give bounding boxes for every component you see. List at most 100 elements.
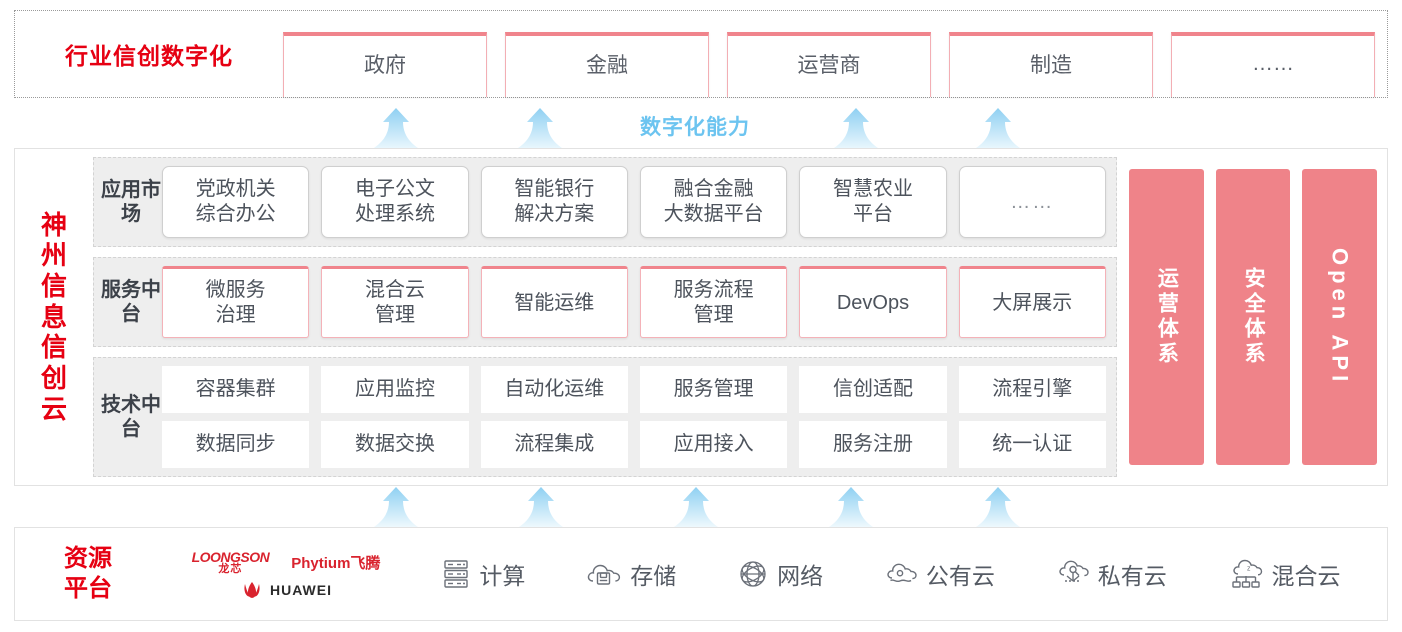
arrow-up-icon [828, 487, 874, 527]
loongson-logo-cn: 龙芯 [218, 562, 243, 575]
resource-item-compute[interactable]: 计算 [441, 557, 525, 591]
industry-card-list: 政府 金融 运营商 制造 …… [283, 11, 1387, 97]
tile-more[interactable]: …… [958, 166, 1106, 238]
service-platform-tiles: 微服务 治理 混合云 管理 智能运维 [162, 258, 1106, 346]
hybrid-cloud-icon: z [1228, 558, 1264, 590]
tile-smart-bank-solution[interactable]: 智能银行 解决方案 [480, 166, 628, 238]
server-rack-icon [441, 558, 471, 590]
private-cloud-icon [1056, 558, 1090, 590]
resource-platform-band: 资源 平台 LOONGSON 龙芯 Phytium飞腾 [14, 527, 1388, 621]
arrow-up-icon [833, 108, 879, 148]
cloud-layer-stack: 应用市场 党政机关 综合办公 电子公文 处理系统 [93, 157, 1117, 477]
tile-application-access[interactable]: 应用接入 [639, 421, 788, 468]
public-cloud-icon [884, 559, 918, 589]
cloud-storage-icon [586, 559, 622, 589]
resource-item-label: 网络 [777, 563, 824, 589]
tile-service-registry[interactable]: 服务注册 [799, 421, 947, 468]
tile-line-1: 党政机关 [195, 178, 276, 200]
tile-line-2: 解决方案 [514, 203, 595, 225]
industry-card-more[interactable]: …… [1171, 32, 1375, 97]
layer-technology-middle-platform: 技术中台 容器集群 应用监控 自动化运维 服务管理 信创适配 流程引擎 数据同步 [93, 357, 1117, 477]
svg-text:z: z [1247, 566, 1251, 573]
tile-intelligent-operations[interactable]: 智能运维 [480, 266, 628, 338]
tile-dashboard-display[interactable]: 大屏展示 [958, 266, 1106, 338]
tile-container-cluster[interactable]: 容器集群 [162, 366, 310, 413]
industry-card-telecom[interactable]: 运营商 [727, 32, 931, 97]
tile-unified-authentication[interactable]: 统一认证 [958, 421, 1106, 468]
tile-process-engine[interactable]: 流程引擎 [958, 366, 1106, 413]
cloud-side-bars: 运营体系 安全体系 Open API [1127, 157, 1378, 477]
tile-line-2: 处理系统 [354, 203, 435, 225]
side-bar-open-api[interactable]: Open API [1302, 169, 1378, 465]
arrow-up-icon [975, 108, 1021, 148]
cloud-title-char: 云 [40, 393, 67, 424]
layer-application-market: 应用市场 党政机关 综合办公 电子公文 处理系统 [93, 157, 1117, 247]
resource-item-network[interactable]: 网络 [737, 557, 823, 591]
industry-band-title: 行业信创数字化 [65, 43, 233, 69]
tile-xinchuang-adaptation[interactable]: 信创适配 [799, 366, 947, 413]
layer-label-technology-middle-platform: 技术中台 [101, 394, 161, 440]
arrow-up-icon [517, 108, 563, 148]
resource-item-hybrid-cloud[interactable]: z 混合云 [1228, 557, 1341, 591]
tile-line-2: 管理 [374, 304, 415, 326]
cloud-title-char: 信 [40, 332, 67, 363]
resource-item-label: 混合云 [1271, 563, 1341, 589]
tile-government-office[interactable]: 党政机关 综合办公 [162, 166, 310, 238]
tile-line-2: 平台 [852, 203, 893, 225]
network-globe-icon [737, 558, 769, 590]
tile-devops[interactable]: DevOps [799, 266, 947, 338]
cloud-title-char: 州 [40, 240, 67, 271]
technology-tile-row: 数据同步 数据交换 流程集成 应用接入 服务注册 统一认证 [162, 421, 1106, 468]
cloud-title-char: 信 [40, 270, 67, 301]
tile-line-1: …… [1010, 190, 1055, 213]
resource-item-storage[interactable]: 存储 [586, 557, 676, 591]
side-bar-label: Open API [1327, 247, 1353, 387]
cloud-platform-title: 神 州 信 息 信 创 云 [15, 149, 93, 485]
huawei-petal-icon [240, 581, 264, 599]
loongson-logo: LOONGSON 龙芯 [192, 550, 270, 575]
tile-line-1: 混合云 [364, 279, 425, 301]
huawei-logo-text: HUAWEI [270, 581, 332, 598]
capability-arrow-band: 数字化能力 [0, 100, 1402, 148]
cloud-title-char: 神 [40, 209, 67, 240]
industry-card-manufacturing[interactable]: 制造 [949, 32, 1153, 97]
resource-item-label: 计算 [479, 563, 526, 589]
tile-automated-operations[interactable]: 自动化运维 [480, 366, 628, 413]
cloud-platform-card: 神 州 信 息 信 创 云 应用市场 党政机关 综合办公 [14, 148, 1388, 486]
tile-microservice-governance[interactable]: 微服务 治理 [162, 266, 310, 338]
tile-data-sync[interactable]: 数据同步 [162, 421, 310, 468]
side-bar-operations-system[interactable]: 运营体系 [1129, 169, 1204, 465]
tile-line-2: 大数据平台 [663, 203, 764, 225]
cloud-title-char: 创 [40, 363, 67, 393]
tile-line-1: 服务流程 [673, 279, 754, 301]
industry-card-government[interactable]: 政府 [283, 32, 487, 97]
tile-fintech-bigdata-platform[interactable]: 融合金融 大数据平台 [639, 166, 788, 238]
tile-application-monitoring[interactable]: 应用监控 [321, 366, 469, 413]
tile-service-management[interactable]: 服务管理 [639, 366, 788, 413]
vendor-logo-row: LOONGSON 龙芯 Phytium飞腾 [192, 550, 381, 575]
tile-line-2: 综合办公 [195, 203, 276, 225]
resource-title-line-2: 平台 [64, 575, 112, 602]
tile-service-process-management[interactable]: 服务流程 管理 [639, 266, 788, 338]
arrow-up-icon [373, 108, 419, 148]
application-market-tiles: 党政机关 综合办公 电子公文 处理系统 智能银行 [162, 158, 1106, 246]
resource-item-public-cloud[interactable]: 公有云 [884, 557, 995, 591]
resource-item-private-cloud[interactable]: 私有云 [1056, 557, 1167, 591]
tile-data-exchange[interactable]: 数据交换 [321, 421, 469, 468]
tile-process-integration[interactable]: 流程集成 [480, 421, 628, 468]
tile-edoc-system[interactable]: 电子公文 处理系统 [321, 166, 469, 238]
resource-platform-title: 资源 平台 [15, 544, 161, 604]
tile-hybrid-cloud-management[interactable]: 混合云 管理 [321, 266, 469, 338]
arrow-up-icon [673, 487, 719, 527]
vendor-logo-row: HUAWEI [240, 581, 332, 599]
arrow-up-icon [518, 487, 564, 527]
industry-card-finance[interactable]: 金融 [505, 32, 709, 97]
resource-item-label: 私有云 [1097, 563, 1167, 589]
layer-label-application-market: 应用市场 [101, 179, 161, 225]
huawei-logo: HUAWEI [240, 581, 332, 599]
side-bar-security-system[interactable]: 安全体系 [1215, 169, 1291, 465]
tile-line-2: 治理 [215, 304, 256, 326]
tile-smart-agriculture-platform[interactable]: 智慧农业 平台 [799, 166, 947, 238]
industry-band: 行业信创数字化 政府 金融 运营商 制造 …… [14, 10, 1388, 98]
